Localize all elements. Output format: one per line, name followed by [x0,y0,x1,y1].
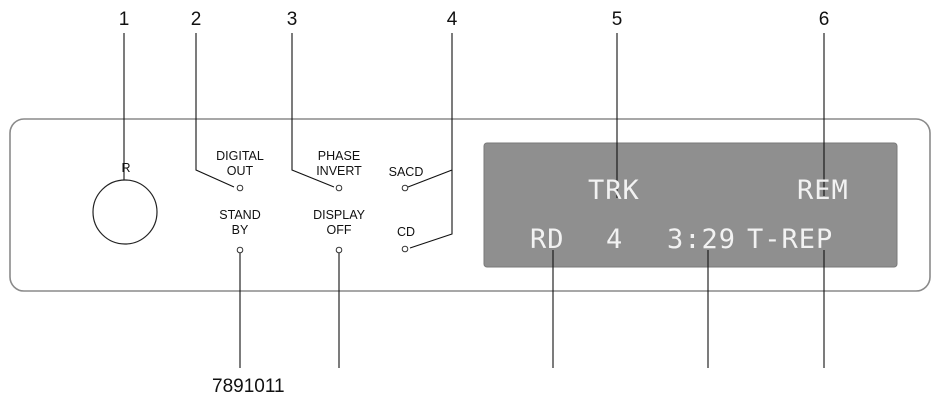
digital-out-label-line2: OUT [227,164,254,178]
digital-out-label-line1: DIGITAL [216,149,264,163]
display-off-label-line1: DISPLAY [313,208,366,222]
lcd-track-number: 4 [606,224,623,255]
lcd-display [483,142,898,268]
stand-by-button[interactable] [236,246,244,254]
remote-sensor-knob[interactable] [92,179,158,245]
lcd-rd-indicator: RD [530,224,565,255]
callout-4: 4 [447,9,458,30]
leader-3 [291,33,335,188]
lcd-trk-indicator: TRK [588,175,640,206]
stand-by-label-line1: STAND [219,208,260,222]
cd-indicator [401,245,409,253]
callout-6: 6 [819,9,830,30]
lcd-mode-indicator: T-REP [747,224,833,255]
leader-2 [195,33,235,188]
display-off-label-line2: OFF [327,223,352,237]
callout-2: 2 [191,9,202,30]
lcd-time: 3:29 [667,224,736,255]
knob-label: R [121,161,130,175]
leader-4b [409,170,453,249]
callout-bottom: 7891011 [212,376,285,397]
callout-5: 5 [612,9,623,30]
stand-by-label-line2: BY [232,223,249,237]
lcd-rem-indicator: REM [797,175,849,206]
sacd-label: SACD [389,165,424,179]
cd-label: CD [397,225,415,239]
phase-invert-label-line2: INVERT [316,164,362,178]
sacd-indicator [401,184,409,192]
phase-invert-label-line1: PHASE [318,149,360,163]
digital-out-button[interactable] [236,184,244,192]
callout-3: 3 [287,9,298,30]
callout-1: 1 [119,9,130,30]
phase-invert-button[interactable] [335,184,343,192]
display-off-button[interactable] [335,246,343,254]
